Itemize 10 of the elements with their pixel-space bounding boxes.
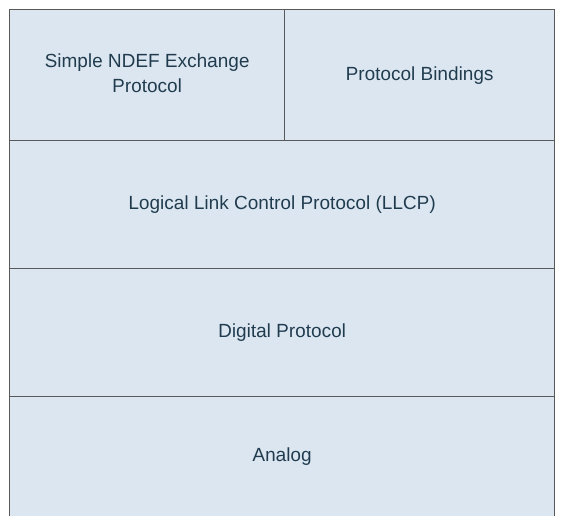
layer-label: Simple NDEF Exchange Protocol <box>44 50 250 99</box>
layer-box <box>284 9 555 141</box>
layer-box <box>9 268 555 397</box>
layer-box <box>9 9 285 141</box>
layer-box <box>9 140 555 269</box>
layer-box <box>9 396 555 516</box>
layer-label: Analog <box>252 444 312 468</box>
layer-label: Protocol Bindings <box>346 62 494 87</box>
layer-label: Digital Protocol <box>218 320 346 344</box>
layer-label: Logical Link Control Protocol (LLCP) <box>128 192 436 216</box>
